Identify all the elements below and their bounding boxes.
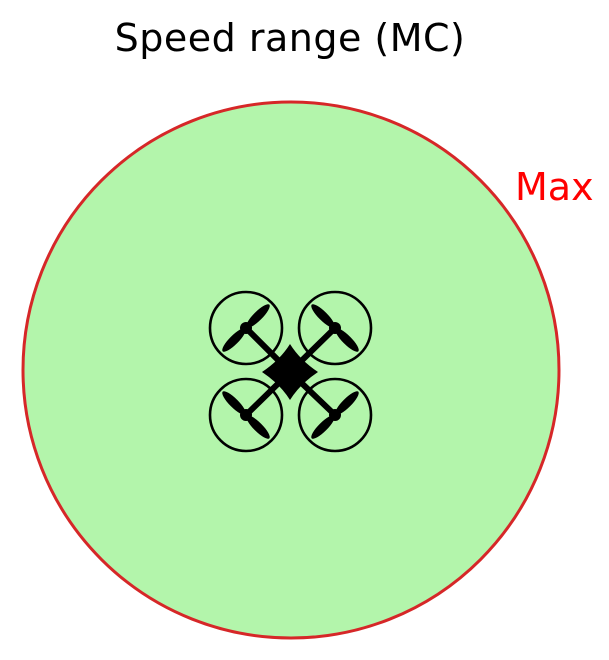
propeller-hub <box>240 322 252 334</box>
propeller-blade <box>335 391 359 415</box>
propeller-blade <box>311 415 335 439</box>
propeller-blade <box>311 304 335 328</box>
propeller-blade <box>335 328 359 352</box>
propeller-hub <box>240 409 252 421</box>
diagram-title: Speed range (MC) <box>114 16 466 60</box>
propeller-blade <box>222 328 246 352</box>
rotor-guard-front-left <box>208 290 284 366</box>
drone-body-center <box>274 356 306 388</box>
rotor-guard-rear-right <box>297 377 373 453</box>
propeller-hub <box>329 322 341 334</box>
max-range-label: Max <box>515 165 594 209</box>
propeller-blade <box>246 304 270 328</box>
quadcopter-drone-icon <box>208 290 373 453</box>
propeller-hub <box>329 409 341 421</box>
rotor-guard-front-right <box>297 290 373 366</box>
rotor-guard-rear-left <box>208 377 284 453</box>
propeller-blade <box>222 391 246 415</box>
propeller-blade <box>246 415 270 439</box>
